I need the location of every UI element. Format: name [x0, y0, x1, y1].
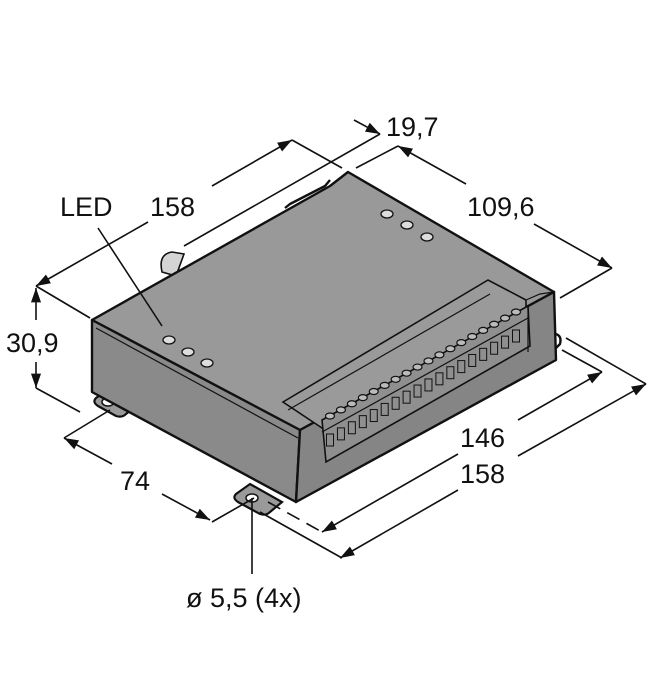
terminal-block-edge	[321, 317, 529, 433]
housing	[90, 170, 562, 516]
dimension-lines	[30, 119, 647, 574]
terminal-screw	[390, 375, 401, 383]
terminal-screw	[423, 357, 434, 365]
terminal-screw	[434, 351, 445, 359]
terminal-slot	[468, 353, 477, 367]
terminal-slot	[326, 433, 334, 447]
terminal-slot	[490, 341, 499, 355]
terminal-slot	[413, 384, 422, 398]
terminal-screw	[412, 363, 423, 371]
terminal-slot	[391, 396, 400, 410]
terminal-slot	[424, 378, 433, 392]
terminal-screw	[401, 369, 412, 377]
terminal-slot	[380, 402, 389, 416]
dim-mount-long: 146	[460, 423, 505, 453]
right-connector-bump	[555, 332, 562, 349]
terminal-slot	[358, 415, 367, 429]
recess-inner-edge	[287, 293, 491, 411]
dim-offset-top: 19,7	[386, 112, 439, 142]
terminal-screw	[368, 387, 379, 396]
end-cap	[525, 291, 555, 301]
led-indicator	[162, 335, 176, 345]
terminal-screw	[510, 308, 522, 316]
led-indicator	[380, 209, 394, 219]
led-indicator	[400, 220, 414, 230]
top-rear-step	[284, 179, 331, 209]
terminal-screw	[445, 345, 456, 353]
terminal-slot	[369, 409, 378, 423]
terminal-screw	[379, 381, 390, 390]
led-indicator	[181, 347, 195, 357]
terminal-screw	[357, 394, 368, 402]
terminal-slot	[501, 335, 510, 349]
led-label: LED	[60, 192, 113, 222]
dim-length-top: 158	[150, 192, 195, 222]
dim-hole-diameter: ø 5,5 (4x)	[186, 583, 302, 613]
terminal-slot	[435, 372, 444, 386]
terminal-screw	[489, 320, 500, 328]
terminal-screw	[499, 314, 511, 322]
dim-mount-short: 74	[120, 466, 150, 496]
led-indicator	[420, 232, 434, 242]
dim-height: 30,9	[6, 328, 59, 358]
terminal-screw	[456, 338, 467, 347]
terminal-screw	[346, 400, 357, 408]
terminal-slot	[336, 427, 345, 441]
terminal-screw	[478, 326, 489, 334]
terminal-slot	[347, 421, 356, 435]
terminal-screw	[324, 412, 336, 420]
left-face-chamfer	[95, 327, 299, 439]
terminal-slot	[446, 366, 455, 380]
dim-length-bottom: 158	[460, 459, 505, 489]
rear-connector-stub	[160, 251, 186, 277]
terminal-slot	[512, 329, 520, 343]
terminal-screw	[335, 406, 347, 414]
terminal-slot	[457, 360, 466, 374]
terminal-screws	[324, 308, 522, 447]
terminal-slot	[479, 347, 488, 361]
led-indicator	[200, 358, 214, 368]
terminal-slot	[402, 390, 411, 404]
dim-depth: 109,6	[467, 192, 535, 222]
terminal-screw	[467, 332, 478, 341]
